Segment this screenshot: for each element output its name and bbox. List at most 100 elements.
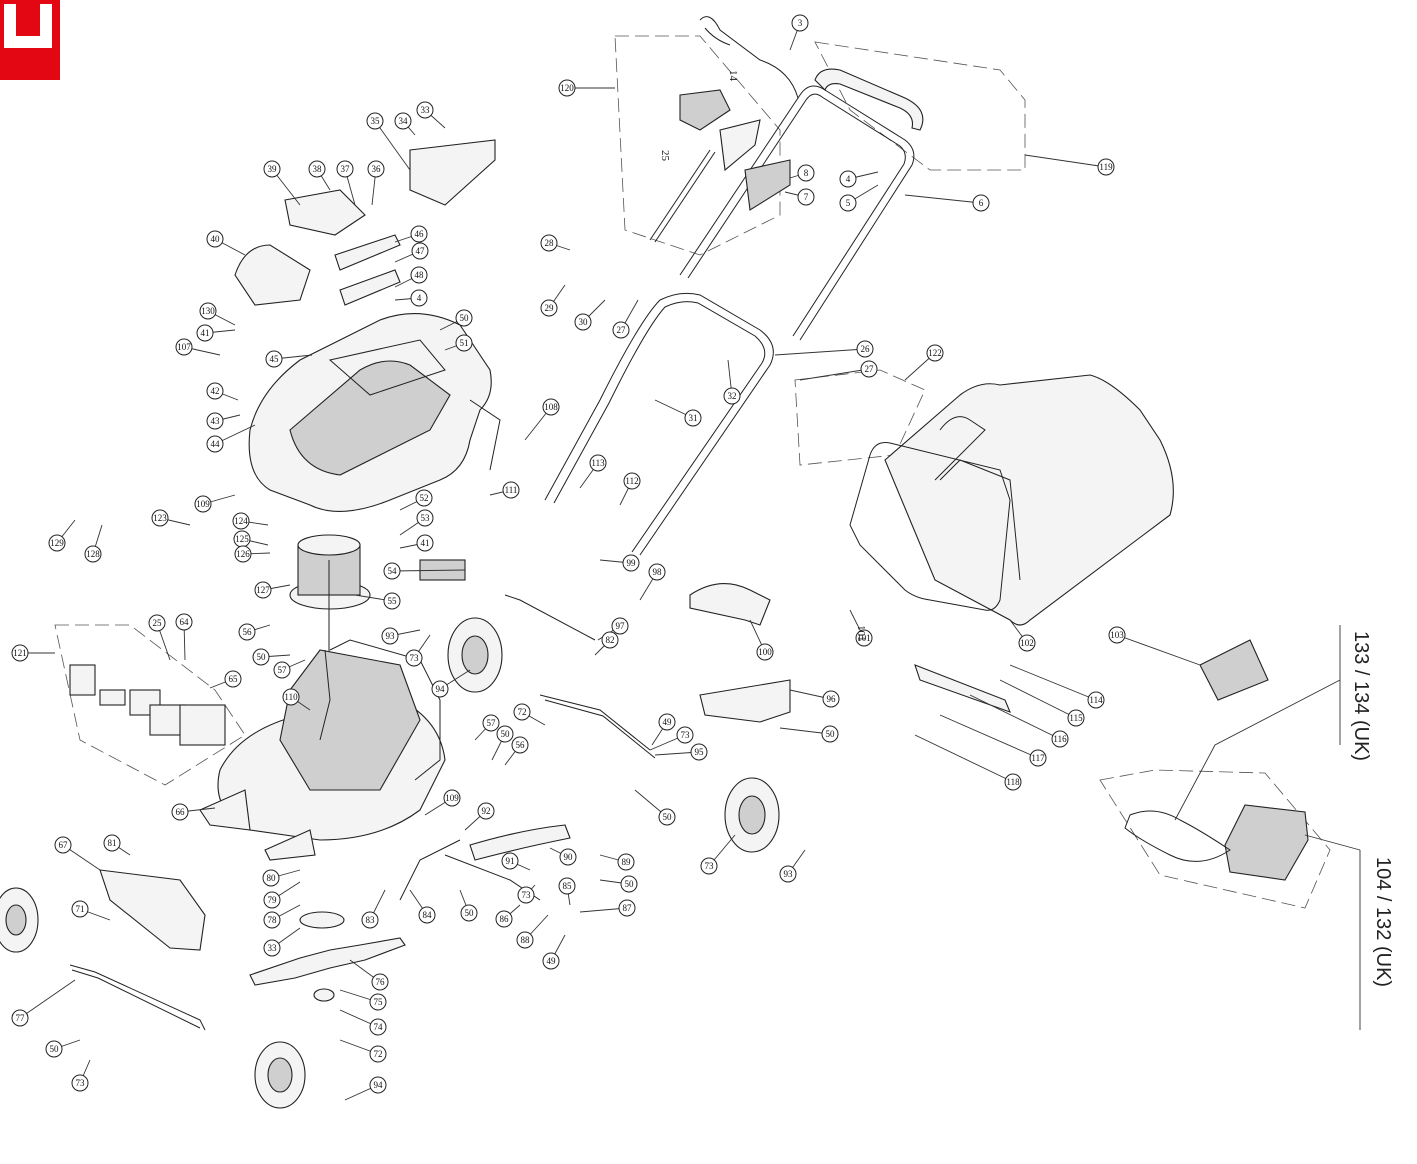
part-number: 87	[623, 903, 633, 913]
part-number: 50	[826, 729, 836, 739]
part-number: 57	[487, 718, 497, 728]
leader-line	[1024, 154, 1107, 168]
part-number: 56	[516, 740, 526, 750]
part-callout: 53	[416, 509, 434, 527]
part-number: 127	[256, 585, 270, 595]
part-number: 38	[313, 164, 323, 174]
part-callout: 89	[617, 853, 635, 871]
part-callout: 82	[601, 631, 619, 649]
part-callout: 56	[238, 623, 256, 641]
part-callout: 47	[411, 242, 429, 260]
part-callout: 32	[723, 387, 741, 405]
part-number: 122	[928, 348, 942, 358]
part-callout: 73	[517, 886, 535, 904]
part-callout: 36	[367, 160, 385, 178]
part-number: 121	[13, 648, 27, 658]
part-callout: 4	[410, 289, 428, 307]
part-number: 4	[417, 293, 422, 303]
part-callout: 79	[263, 891, 281, 909]
part-callout: 124	[232, 512, 250, 530]
part-number: 94	[436, 684, 446, 694]
part-callout: 73	[676, 726, 694, 744]
part-callout: 30	[574, 313, 592, 331]
part-callout: 29	[540, 299, 558, 317]
safety-key-parts	[69, 559, 466, 746]
part-number: 57	[278, 665, 288, 675]
part-number: 47	[416, 246, 426, 256]
part-number: 33	[421, 105, 431, 115]
mower-deck	[199, 649, 446, 861]
part-callout: 123	[151, 509, 169, 527]
leader-line	[774, 348, 866, 356]
part-callout: 40	[206, 230, 224, 248]
part-callout: 73	[700, 857, 718, 875]
part-callout: 87	[618, 899, 636, 917]
part-callout: 76	[371, 973, 389, 991]
part-number: 76	[376, 977, 386, 987]
part-number: 45	[270, 354, 280, 364]
part-callout: 111	[502, 481, 520, 499]
part-number: 49	[663, 717, 673, 727]
part-callout: 50	[252, 648, 270, 666]
part-number: 89	[622, 857, 632, 867]
part-callout: 50	[45, 1040, 63, 1058]
part-callout: 103	[1108, 626, 1126, 644]
part-callout: 3	[791, 14, 809, 32]
part-callout: 130	[199, 302, 217, 320]
part-callout: 126	[234, 545, 252, 563]
part-callout: 43	[206, 412, 224, 430]
leader-line	[799, 368, 870, 381]
part-number: 130	[201, 306, 215, 316]
part-number: 71	[76, 904, 85, 914]
part-number: 99	[627, 558, 637, 568]
part-number: 36	[372, 164, 382, 174]
part-callout: 125	[233, 530, 251, 548]
part-callout: 121	[11, 644, 29, 662]
part-callout: 84	[418, 906, 436, 924]
part-number: 5	[846, 198, 851, 208]
part-callout: 83	[361, 911, 379, 929]
leader-line	[969, 694, 1061, 740]
part-number: 64	[180, 617, 190, 627]
leader-line	[1009, 664, 1097, 701]
part-number: 34	[399, 116, 409, 126]
part-number: 27	[617, 325, 627, 335]
part-number: 50	[465, 908, 475, 918]
part-number: 102	[1020, 638, 1034, 648]
rear-guard-plate	[914, 664, 1011, 713]
part-number: 73	[522, 890, 532, 900]
part-callout: 55	[383, 592, 401, 610]
part-callout: 73	[405, 649, 423, 667]
leader-line	[999, 679, 1077, 719]
part-number: 123	[153, 513, 167, 523]
part-number: 109	[445, 793, 459, 803]
part-callout: 50	[460, 904, 478, 922]
part-number: 118	[1006, 777, 1020, 787]
part-callout: 94	[369, 1076, 387, 1094]
part-callout: 7	[797, 188, 815, 206]
leader-line	[391, 569, 466, 572]
part-number: 30	[579, 317, 589, 327]
part-number: 111	[505, 485, 518, 495]
part-callout: 65	[224, 670, 242, 688]
part-number: 52	[420, 493, 429, 503]
leader-line	[374, 120, 411, 171]
part-number: 49	[547, 956, 557, 966]
part-callout: 109	[194, 495, 212, 513]
part-number: 56	[243, 627, 253, 637]
part-number: 44	[211, 439, 221, 449]
part-number: 115	[1069, 713, 1083, 723]
leader-line	[19, 979, 76, 1019]
part-number: 35	[371, 116, 381, 126]
part-number: 25	[153, 618, 163, 628]
grass-collector-bag	[849, 374, 1174, 626]
part-callout: 78	[263, 911, 281, 929]
part-number: 95	[695, 747, 705, 757]
part-callout: 6	[972, 194, 990, 212]
axles	[69, 594, 656, 1031]
part-callout: 109	[443, 789, 461, 807]
part-callout: 102	[1018, 634, 1036, 652]
wheel-rear-left	[254, 1041, 306, 1109]
part-callout: 57	[482, 714, 500, 732]
part-number: 48	[415, 270, 425, 280]
